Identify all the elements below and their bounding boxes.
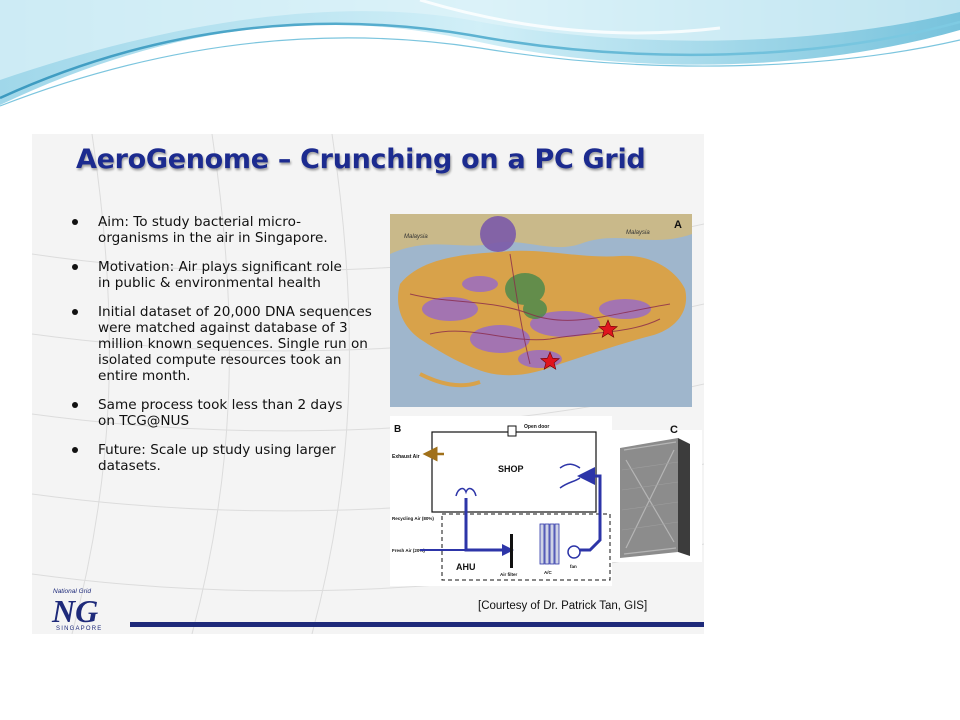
- air-filter-label: Air filter: [500, 572, 518, 577]
- svg-text:NG: NG: [51, 593, 98, 629]
- fresh-air-label: Fresh Air (20%): [392, 548, 425, 553]
- bullet-icon: [72, 309, 78, 315]
- bullet-item: Same process took less than 2 days on TC…: [68, 397, 343, 429]
- bullet-icon: [72, 402, 78, 408]
- bottom-rule: [130, 622, 704, 627]
- red-star-icon: [598, 319, 618, 338]
- recycling-air-label: Recycling Air (80%): [392, 516, 434, 521]
- panel-c-label: C: [670, 424, 678, 436]
- bullet-item: Motivation: Air plays significant role i…: [68, 259, 348, 291]
- shop-label: SHOP: [498, 464, 524, 474]
- ahu-label: AHU: [456, 562, 476, 572]
- bullet-item: Future: Scale up study using larger data…: [68, 442, 338, 474]
- exhaust-air-label: Exhaust Air: [392, 454, 420, 460]
- panel-a-label: A: [674, 219, 682, 231]
- map-region-label: Malaysia: [626, 230, 650, 236]
- bullet-icon: [72, 264, 78, 270]
- national-grid-singapore-logo: National Grid NG SINGAPORE: [51, 588, 102, 632]
- svg-text:SINGAPORE: SINGAPORE: [56, 626, 102, 632]
- open-door-label: Open door: [524, 424, 549, 430]
- slide-title: AeroGenome – Crunching on a PC Grid: [76, 144, 646, 175]
- bullet-text: Initial dataset of 20,000 DNA sequences …: [98, 304, 372, 384]
- bullet-icon: [72, 447, 78, 453]
- ventilation-schematic-figure: B Open door SHOP Exhaust Air Recycling A…: [390, 416, 612, 586]
- panel-b-label: B: [394, 424, 401, 435]
- header-wave-decoration: [0, 0, 960, 107]
- fan-label: fan: [570, 564, 577, 569]
- bullet-text: Future: Scale up study using larger data…: [98, 442, 336, 474]
- red-star-icon: [540, 351, 560, 370]
- svg-text:National Grid: National Grid: [53, 588, 91, 595]
- singapore-map-figure: Malaysia Malaysia A: [390, 214, 692, 407]
- map-region-label: Malaysia: [404, 234, 428, 240]
- background-lines-decoration: [32, 134, 704, 634]
- air-filter-photo: [612, 430, 702, 562]
- ac-label: A/C: [544, 570, 553, 575]
- courtesy-caption: [Courtesy of Dr. Patrick Tan, GIS]: [478, 600, 648, 612]
- bullet-text: Same process took less than 2 days on TC…: [98, 397, 343, 429]
- slide-image: AeroGenome – Crunching on a PC Grid Aim:…: [32, 134, 704, 634]
- bullet-item: Aim: To study bacterial micro-organisms …: [68, 214, 348, 246]
- bullet-text: Motivation: Air plays significant role i…: [98, 259, 342, 291]
- bullet-item: Initial dataset of 20,000 DNA sequences …: [68, 304, 378, 384]
- bullet-icon: [72, 219, 78, 225]
- bullet-list: Aim: To study bacterial micro-organisms …: [68, 214, 380, 474]
- bullet-text: Aim: To study bacterial micro-organisms …: [98, 214, 328, 246]
